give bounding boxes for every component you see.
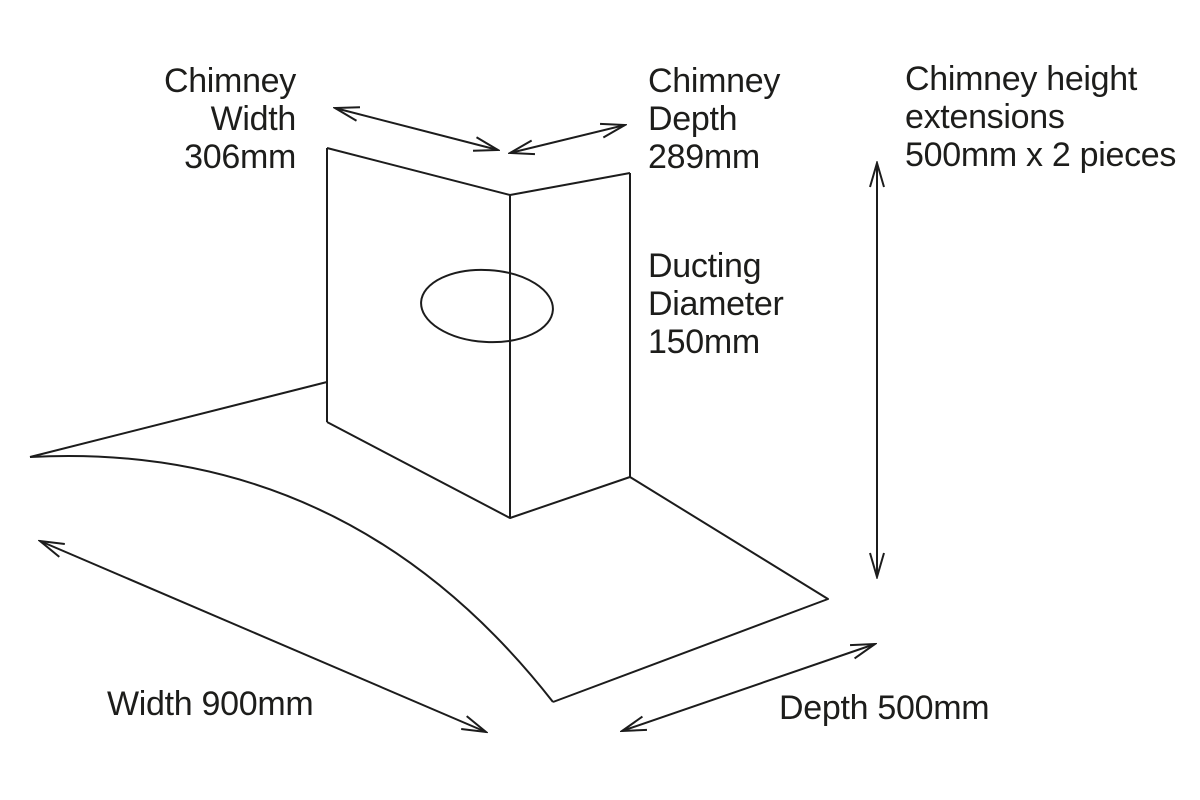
canopy-back-edge bbox=[29, 381, 328, 458]
chimney-bottom-edges bbox=[326, 421, 631, 519]
chimney-depth-label-line1: Chimney bbox=[648, 62, 781, 100]
ducting-hole-ellipse bbox=[420, 268, 554, 344]
chimney-depth-arrow bbox=[510, 125, 625, 153]
depth-arrow bbox=[622, 644, 875, 731]
chimney-height-extensions-label-line2: extensions bbox=[905, 98, 1065, 136]
canopy-front-curve bbox=[29, 455, 554, 703]
canopy-right-edges bbox=[552, 476, 829, 703]
ducting-diameter-label: Ducting Diameter 150mm bbox=[648, 247, 784, 361]
chimney-height-extensions-label-line1: Chimney height bbox=[905, 60, 1138, 98]
chimney-height-extensions-label-line3: 500mm x 2 pieces bbox=[905, 136, 1177, 174]
chimney-height-extensions-label: Chimney height extensions 500mm x 2 piec… bbox=[905, 60, 1176, 174]
width-label: Width 900mm bbox=[107, 685, 314, 723]
ducting-diameter-label-line1: Ducting bbox=[648, 247, 762, 285]
chimney-width-label-line1: Chimney bbox=[163, 62, 296, 100]
chimney-top-edges bbox=[326, 147, 631, 196]
chimney-width-label-line3: 306mm bbox=[184, 138, 296, 176]
width-arrow bbox=[40, 541, 486, 732]
chimney-box bbox=[326, 147, 631, 519]
depth-label: Depth 500mm bbox=[779, 689, 990, 727]
hood-canopy bbox=[29, 381, 829, 703]
chimney-depth-label-line3: 289mm bbox=[648, 138, 760, 176]
chimney-width-label: Chimney Width 306mm bbox=[99, 62, 296, 176]
ducting-diameter-label-line3: 150mm bbox=[648, 323, 760, 361]
ducting-diameter-label-line2: Diameter bbox=[648, 285, 784, 323]
chimney-depth-label: Chimney Depth 289mm bbox=[648, 62, 780, 176]
chimney-width-arrow bbox=[335, 108, 498, 150]
dimension-arrows bbox=[40, 108, 877, 732]
chimney-depth-label-line2: Depth bbox=[648, 100, 738, 138]
chimney-width-label-line2: Width bbox=[210, 100, 297, 138]
